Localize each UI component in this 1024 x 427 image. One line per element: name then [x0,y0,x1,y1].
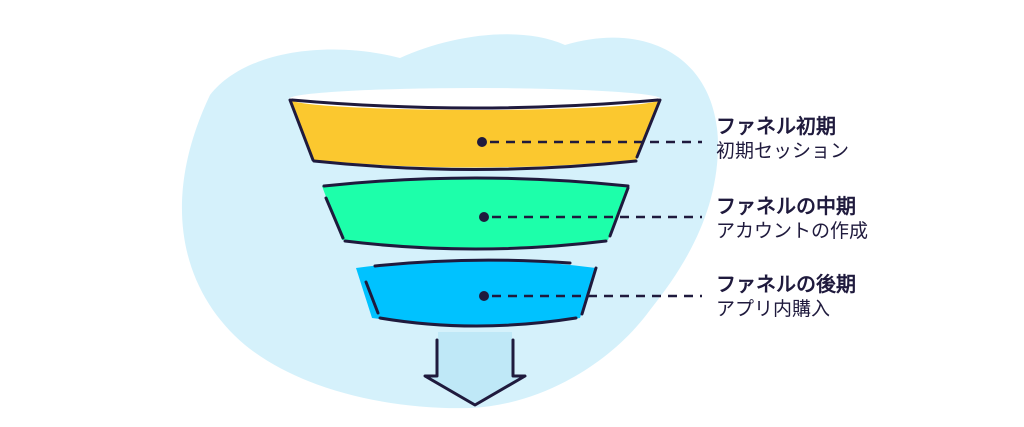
stage-3-label: ファネルの後期 アプリ内購入 [716,271,856,321]
connector-stage-3 [479,291,702,301]
connector-stage-1 [477,137,702,147]
stage-2-description: アカウントの作成 [716,220,869,242]
funnel-stage-3 [356,258,598,328]
funnel-stage-1 [288,88,662,171]
stage-2-title: ファネルの中期 [716,194,856,218]
stage-3-description: アプリ内購入 [716,298,831,320]
stage-3-title: ファネルの後期 [716,272,856,296]
funnel-stage-2 [322,176,630,251]
stage-1-title: ファネル初期 [716,114,836,138]
stage-2-label: ファネルの中期 アカウントの作成 [716,193,868,243]
stage-1-label: ファネル初期 初期セッション [716,113,849,163]
connector-stage-2 [479,212,702,222]
down-arrow-icon [423,332,527,407]
stage-1-description: 初期セッション [716,140,850,162]
